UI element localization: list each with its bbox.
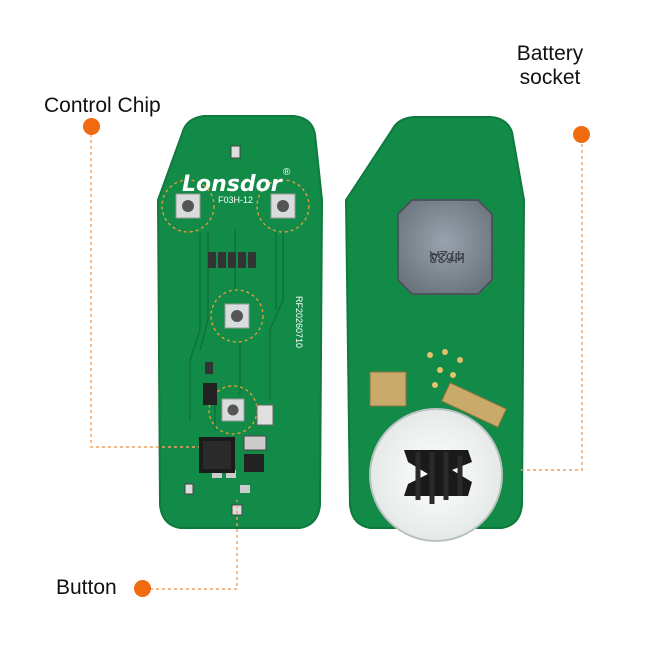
tactile-button — [221, 398, 245, 422]
callout-control-chip: Control Chip — [44, 94, 161, 117]
battery-socket-chip: 472A H633 — [397, 199, 493, 295]
model-label: F03H-12 — [218, 195, 253, 205]
leader-control-chip — [90, 134, 199, 448]
callout-dot-control-chip — [83, 118, 100, 135]
registered-mark: ® — [283, 167, 291, 178]
battery-contact-pad — [369, 408, 503, 542]
callout-battery-socket: Battery socket — [500, 42, 600, 90]
tactile-button — [270, 193, 296, 219]
serial-label: RF20260710 — [294, 296, 304, 348]
callout-battery-line2: socket — [519, 66, 581, 89]
brand-logo: Lonsdor — [182, 172, 283, 197]
gold-contact-pads — [369, 371, 507, 428]
front-pcb: Lonsdor ® F03H-12 RF20260710 — [156, 115, 324, 529]
callout-dot-button — [134, 580, 151, 597]
tactile-button — [224, 303, 250, 329]
callout-dot-battery-socket — [573, 126, 590, 143]
leader-battery-socket — [520, 144, 583, 471]
via-holes — [427, 349, 463, 388]
chip-marking-line2: H633 — [429, 249, 465, 266]
smd-components — [184, 145, 274, 516]
callout-leaders — [90, 134, 583, 590]
back-pcb: 472A H633 — [344, 116, 526, 542]
control-chip — [199, 437, 235, 473]
chip-marking-line1: 472A — [429, 247, 464, 264]
callout-battery-line1: Battery — [516, 42, 584, 65]
callout-button: Button — [56, 576, 117, 599]
leader-button — [150, 500, 238, 590]
tactile-button — [175, 193, 201, 219]
